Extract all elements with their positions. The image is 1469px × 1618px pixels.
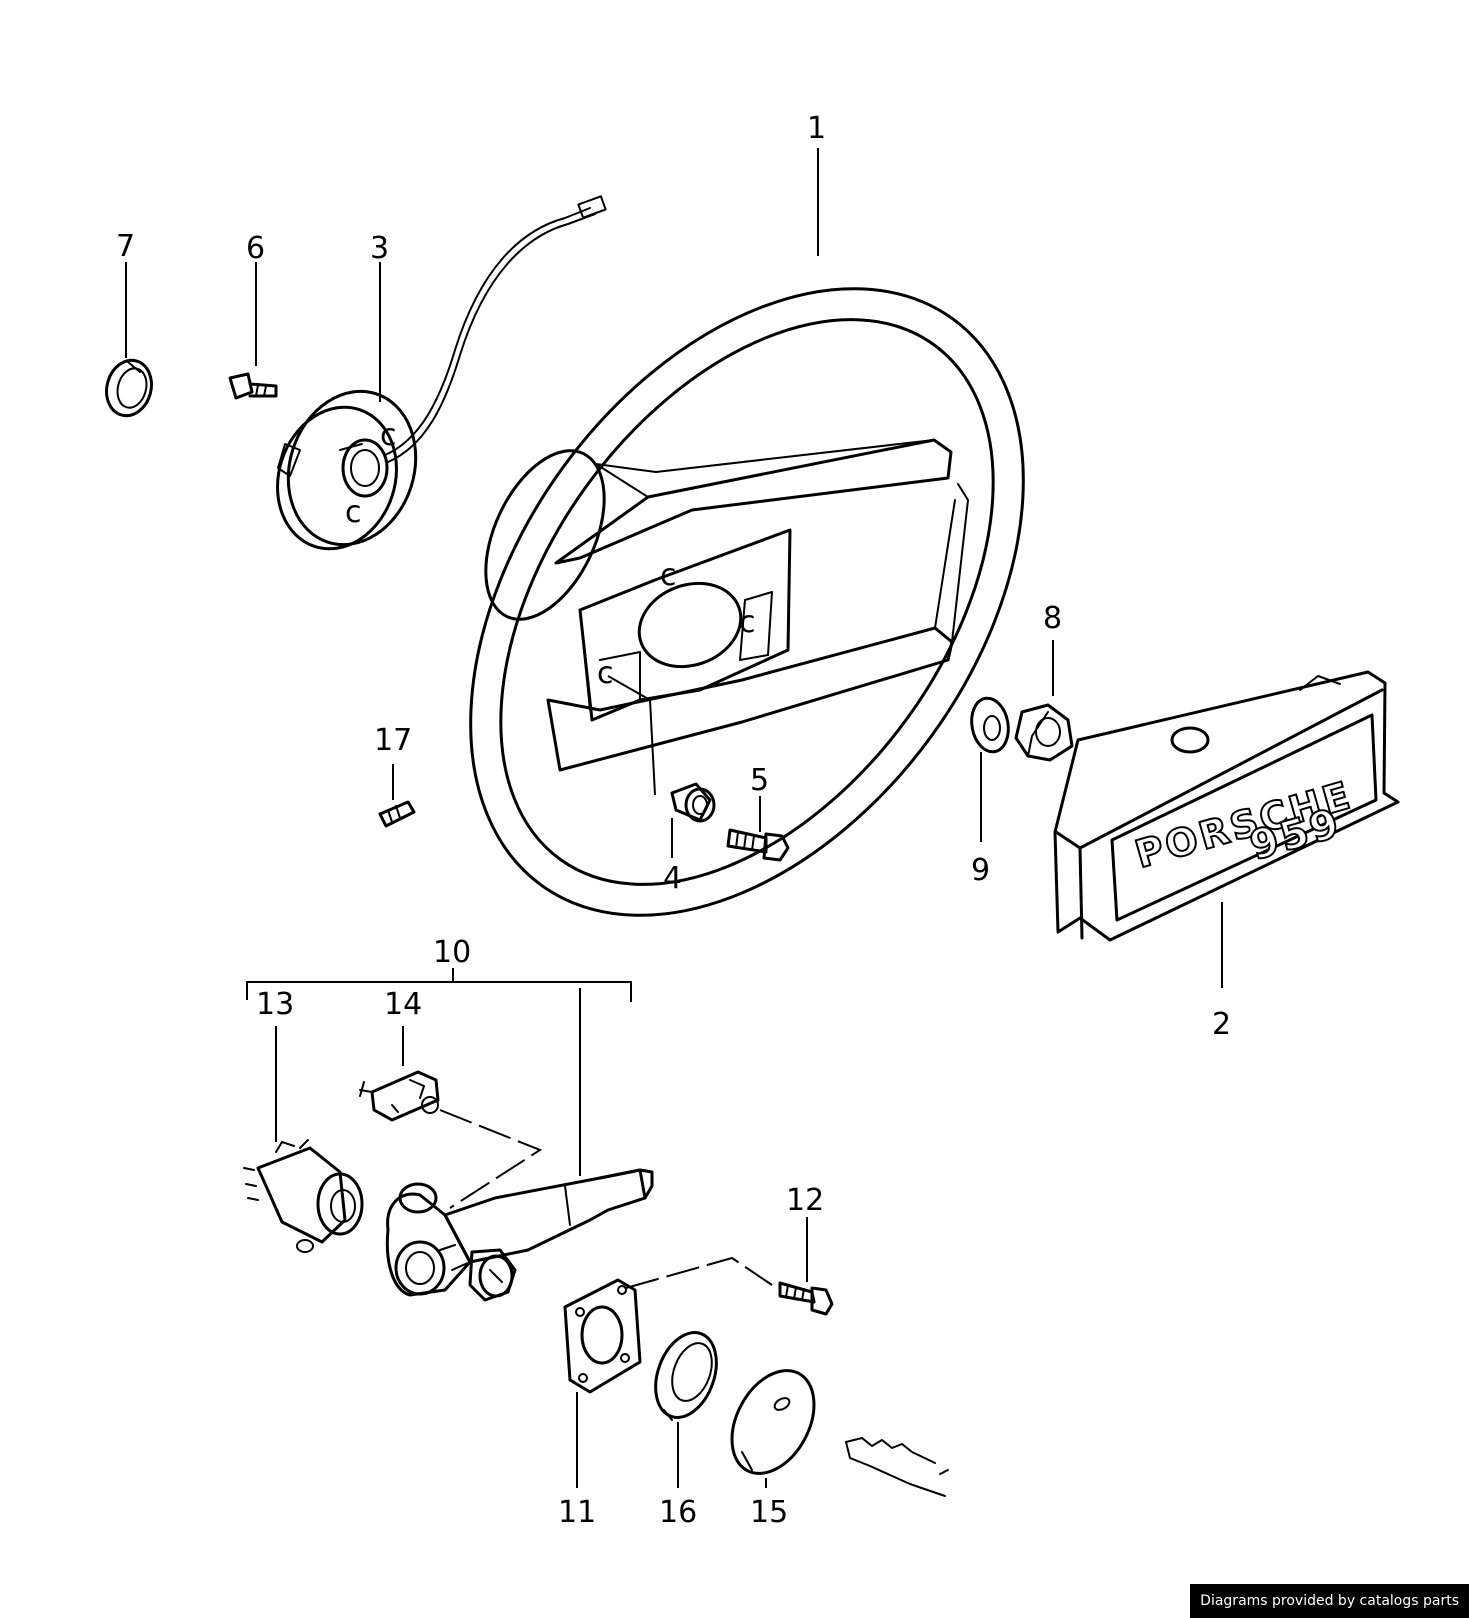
pin [378,800,416,828]
credit-banner: Diagrams provided by catalogs parts [1190,1584,1469,1618]
mounting-plate [563,1278,642,1394]
steering-wheel: c c c [469,287,1025,917]
svg-text:c: c [597,656,614,691]
callout-15: 15 [750,1495,788,1530]
steering-lock-housing [385,1168,654,1302]
svg-text:c: c [380,418,397,453]
circlip [105,358,153,418]
ignition-key [845,1437,949,1497]
assembly-lines [439,1109,773,1289]
screw-12 [778,1281,834,1316]
callout-4: 4 [663,861,682,896]
callout-1: 1 [807,111,826,146]
callout-11: 11 [558,1495,596,1530]
callout-6: 6 [246,231,265,266]
leader-lines [125,148,1223,1488]
seal-ring [654,1331,718,1421]
callout-2: 2 [1212,1007,1231,1042]
bushing [670,782,716,823]
horn-contact-ring: c c [276,195,607,551]
lock-washer [970,696,1010,754]
callout-12: 12 [786,1183,824,1218]
callout-13: 13 [256,987,294,1022]
callout-7: 7 [116,229,135,264]
cover-cap [730,1369,816,1475]
bolt-5 [726,828,790,862]
hex-nut [1014,703,1074,762]
svg-text:c: c [660,558,677,593]
callout-5: 5 [750,763,769,798]
callout-14: 14 [384,987,422,1022]
svg-text:c: c [345,495,362,530]
callout-3: 3 [370,231,389,266]
callout-8: 8 [1043,601,1062,636]
horn-pad: PORSCHE 959 [1053,670,1400,942]
contact-switch [359,1070,440,1122]
screw-6 [228,372,278,400]
callout-17: 17 [374,723,412,758]
callout-10: 10 [433,935,471,970]
callout-16: 16 [659,1495,697,1530]
callout-9: 9 [971,853,990,888]
ignition-switch [243,1139,364,1253]
svg-text:c: c [739,605,756,640]
callouts: 1 2 3 4 5 6 7 8 9 10 11 12 13 14 15 16 1… [116,111,1231,1530]
